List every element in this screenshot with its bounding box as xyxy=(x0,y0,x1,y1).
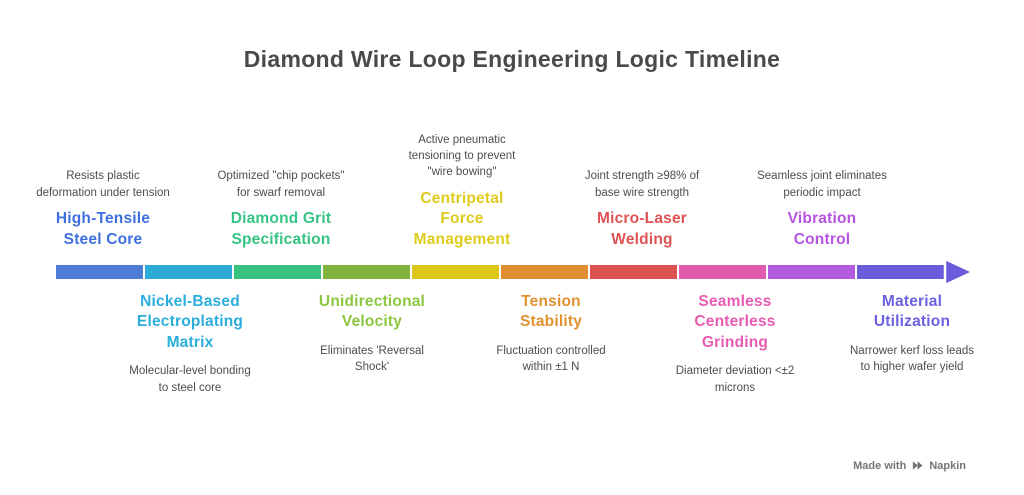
watermark-prefix: Made with xyxy=(853,459,907,472)
page-title: Diamond Wire Loop Engineering Logic Time… xyxy=(243,46,781,72)
milestone-column-2: Nickel-Based Electroplating Matrix Molec… xyxy=(102,292,278,396)
milestone-description: Fluctuation controlled within ±1 N xyxy=(496,344,606,374)
milestone-column-6: Tension Stability Fluctuation controlled… xyxy=(463,292,639,376)
arrow-segment-2 xyxy=(145,265,232,279)
milestone-column-7: Joint strength ≥98% of base wire strengt… xyxy=(554,92,730,250)
milestone-title: Tension Stability xyxy=(519,293,583,331)
arrow-segment-9 xyxy=(768,265,855,279)
milestone-description: Eliminates 'Reversal Shock' xyxy=(320,344,424,374)
napkin-watermark: Made with Napkin xyxy=(853,459,966,472)
milestone-description: Seamless joint eliminates periodic impac… xyxy=(757,170,887,199)
milestone-description: Active pneumatic tensioning to prevent "… xyxy=(408,133,516,179)
timeline-arrow xyxy=(54,263,946,281)
milestone-title: High-Tensile Steel Core xyxy=(55,210,151,248)
milestone-title: Micro-Laser Welding xyxy=(596,210,688,248)
arrow-segment-1 xyxy=(56,265,143,279)
milestone-column-5: Active pneumatic tensioning to prevent "… xyxy=(374,92,550,250)
milestone-title: Material Utilization xyxy=(873,293,951,331)
milestone-title: Centripetal Force Management xyxy=(413,189,511,248)
milestone-description: Optimized "chip pockets" for swarf remov… xyxy=(217,170,345,199)
arrow-segment-10 xyxy=(857,265,944,279)
milestone-title: Vibration Control xyxy=(787,210,857,248)
milestone-column-9: Seamless joint eliminates periodic impac… xyxy=(734,92,910,250)
arrow-segment-3 xyxy=(234,265,321,279)
milestone-description: Diameter deviation <±2 microns xyxy=(675,365,795,394)
milestone-description: Narrower kerf loss leads to higher wafer… xyxy=(850,344,974,374)
milestone-column-1: Resists plastic deformation under tensio… xyxy=(15,92,191,250)
arrow-segment-4 xyxy=(323,265,410,279)
milestone-description: Molecular-level bonding to steel core xyxy=(129,365,251,394)
milestone-title: Unidirectional Velocity xyxy=(318,293,426,331)
milestone-title: Diamond Grit Specification xyxy=(230,210,332,248)
milestone-description: Joint strength ≥98% of base wire strengt… xyxy=(584,170,700,199)
napkin-logo-icon xyxy=(913,461,923,470)
arrow-segment-7 xyxy=(590,265,677,279)
milestone-column-8: Seamless Centerless Grinding Diameter de… xyxy=(647,292,823,396)
milestone-column-3: Optimized "chip pockets" for swarf remov… xyxy=(193,92,369,250)
milestone-title: Nickel-Based Electroplating Matrix xyxy=(136,293,244,351)
arrow-segment-6 xyxy=(501,265,588,279)
watermark-brand: Napkin xyxy=(929,459,966,472)
milestone-column-4: Unidirectional Velocity Eliminates 'Reve… xyxy=(284,292,460,376)
milestone-title: Seamless Centerless Grinding xyxy=(694,293,776,351)
milestone-description: Resists plastic deformation under tensio… xyxy=(36,170,170,199)
milestone-column-10: Material Utilization Narrower kerf loss … xyxy=(824,292,1000,376)
arrow-segment-8 xyxy=(679,265,766,279)
arrowhead-icon xyxy=(943,257,975,287)
arrow-segment-5 xyxy=(412,265,499,279)
